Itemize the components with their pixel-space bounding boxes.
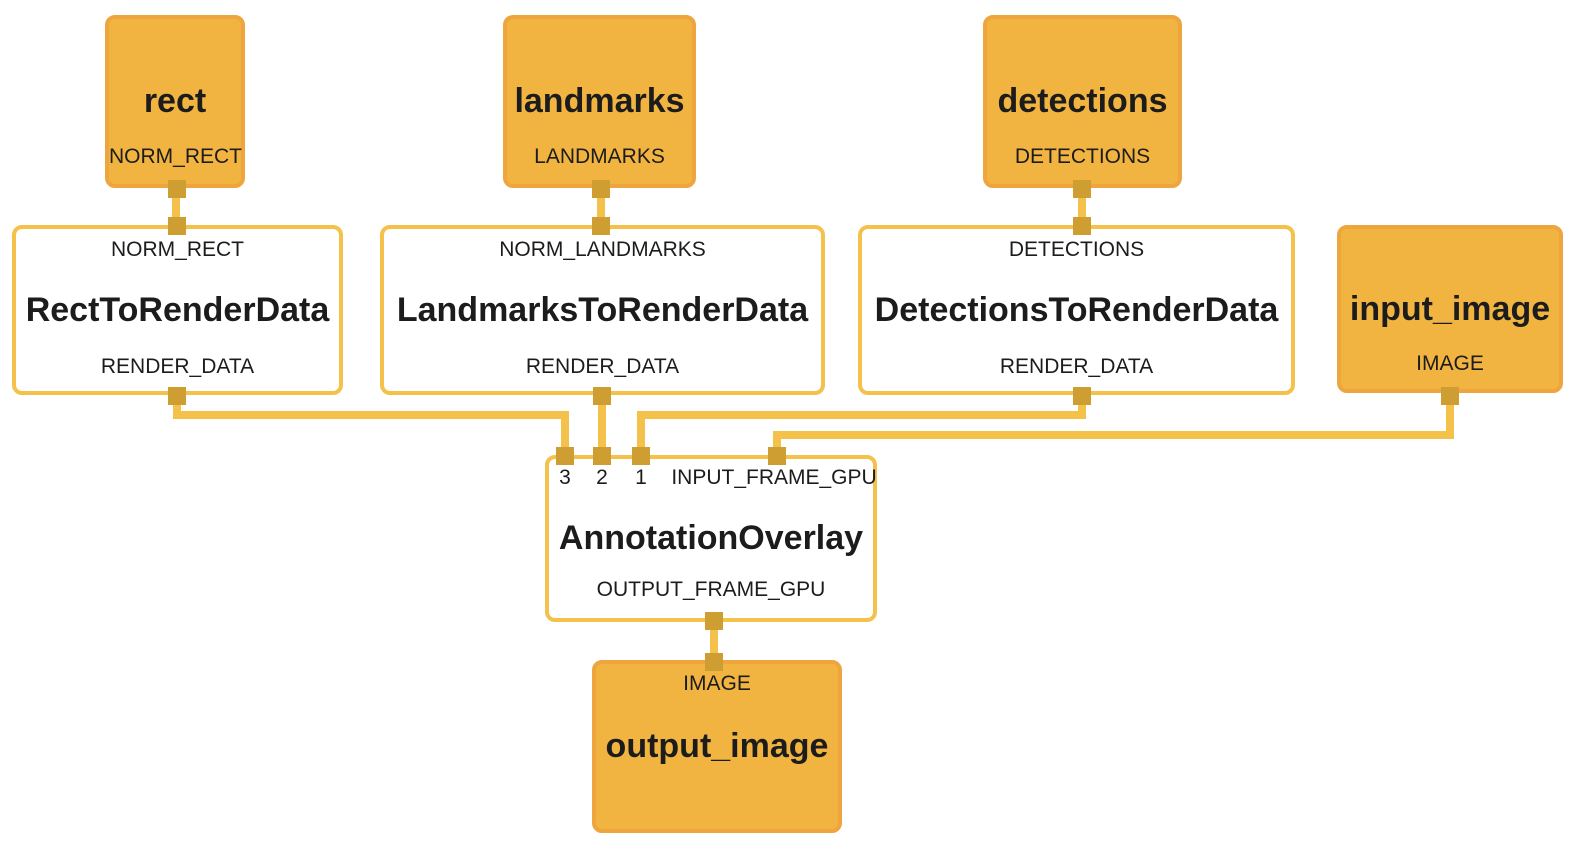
input-port-label-1: 1: [635, 466, 647, 489]
node-title: LandmarksToRenderData: [396, 290, 809, 329]
node-rect[interactable]: rect NORM_RECT: [105, 15, 245, 188]
edge-inputimage-to-annotationoverlay-segment: [1446, 391, 1454, 439]
port-annotationoverlay-output: [705, 612, 723, 630]
node-output-image[interactable]: IMAGE output_image: [592, 660, 842, 833]
port-landmarkstorenderdata-output: [593, 387, 611, 405]
edge-detectionstorenderdata-to-annotationoverlay-segment: [637, 411, 1086, 419]
port-outputimage-input: [705, 653, 723, 671]
edge-rect-to-recttorenderdata: [172, 186, 180, 227]
port-rect-output: [168, 180, 186, 198]
port-detectionstorenderdata-output: [1073, 387, 1091, 405]
input-stream-label: NORM_LANDMARKS: [499, 238, 706, 261]
output-stream-label: IMAGE: [1416, 352, 1484, 375]
edge-inputimage-to-annotationoverlay-segment: [773, 431, 1454, 439]
output-stream-label: RENDER_DATA: [999, 355, 1154, 378]
port-detections-output: [1073, 180, 1091, 198]
edge-detectionstorenderdata-to-annotationoverlay-segment: [1078, 393, 1086, 419]
node-title: rect: [143, 82, 207, 120]
input-stream-label: NORM_RECT: [110, 238, 244, 261]
output-stream-label: DETECTIONS: [1014, 145, 1151, 168]
edge-recttorenderdata-to-annotationoverlay-segment: [173, 411, 569, 419]
port-annotationoverlay-input-frame-gpu: [768, 447, 786, 465]
node-landmarks-to-render-data[interactable]: NORM_LANDMARKS LandmarksToRenderData REN…: [380, 225, 825, 395]
node-title: RectToRenderData: [25, 290, 330, 329]
port-landmarks-output: [592, 180, 610, 198]
node-detections[interactable]: detections DETECTIONS: [983, 15, 1182, 188]
output-stream-label: NORM_RECT: [109, 145, 243, 168]
input-stream-label: INPUT_FRAME_GPU: [671, 466, 877, 489]
output-stream-label: RENDER_DATA: [100, 355, 255, 378]
edge-landmarkstorenderdata-to-annotationoverlay: [598, 393, 606, 459]
input-stream-label: IMAGE: [683, 672, 751, 695]
output-stream-label: LANDMARKS: [534, 145, 665, 168]
port-landmarkstorenderdata-input: [592, 217, 610, 235]
node-title: landmarks: [514, 82, 685, 120]
edge-annotationoverlay-to-outputimage: [710, 620, 718, 666]
node-rect-to-render-data[interactable]: NORM_RECT RectToRenderData RENDER_DATA: [12, 225, 343, 395]
edge-recttorenderdata-to-annotationoverlay-segment: [173, 393, 181, 419]
port-annotationoverlay-input-3: [556, 447, 574, 465]
node-title: input_image: [1349, 289, 1551, 328]
output-stream-label: OUTPUT_FRAME_GPU: [596, 578, 826, 601]
input-port-label-2: 2: [596, 466, 608, 489]
port-annotationoverlay-input-2: [593, 447, 611, 465]
edge-inputimage-to-annotationoverlay-segment: [773, 431, 781, 459]
node-title: DetectionsToRenderData: [874, 290, 1279, 329]
input-stream-label: DETECTIONS: [1008, 238, 1145, 261]
output-stream-label: RENDER_DATA: [525, 355, 680, 378]
node-landmarks[interactable]: landmarks LANDMARKS: [503, 15, 696, 188]
port-annotationoverlay-input-1: [632, 447, 650, 465]
node-title: detections: [997, 82, 1168, 120]
node-title: output_image: [605, 727, 829, 765]
edge-recttorenderdata-to-annotationoverlay-segment: [561, 411, 569, 459]
node-detections-to-render-data[interactable]: DETECTIONS DetectionsToRenderData RENDER…: [858, 225, 1295, 395]
edge-detections-to-detectionstorenderdata: [1078, 186, 1086, 227]
port-detectionstorenderdata-input: [1073, 217, 1091, 235]
node-input-image[interactable]: input_image IMAGE: [1337, 225, 1563, 393]
node-annotation-overlay[interactable]: 3 2 1 INPUT_FRAME_GPU AnnotationOverlay …: [545, 455, 877, 622]
edge-landmarks-to-landmarkstorenderdata: [597, 186, 605, 227]
port-recttorenderdata-input: [168, 217, 186, 235]
port-recttorenderdata-output: [168, 387, 186, 405]
port-inputimage-output: [1441, 387, 1459, 405]
edge-detectionstorenderdata-to-annotationoverlay-segment: [637, 411, 645, 459]
input-port-label-3: 3: [559, 466, 571, 489]
node-title: AnnotationOverlay: [558, 519, 864, 557]
